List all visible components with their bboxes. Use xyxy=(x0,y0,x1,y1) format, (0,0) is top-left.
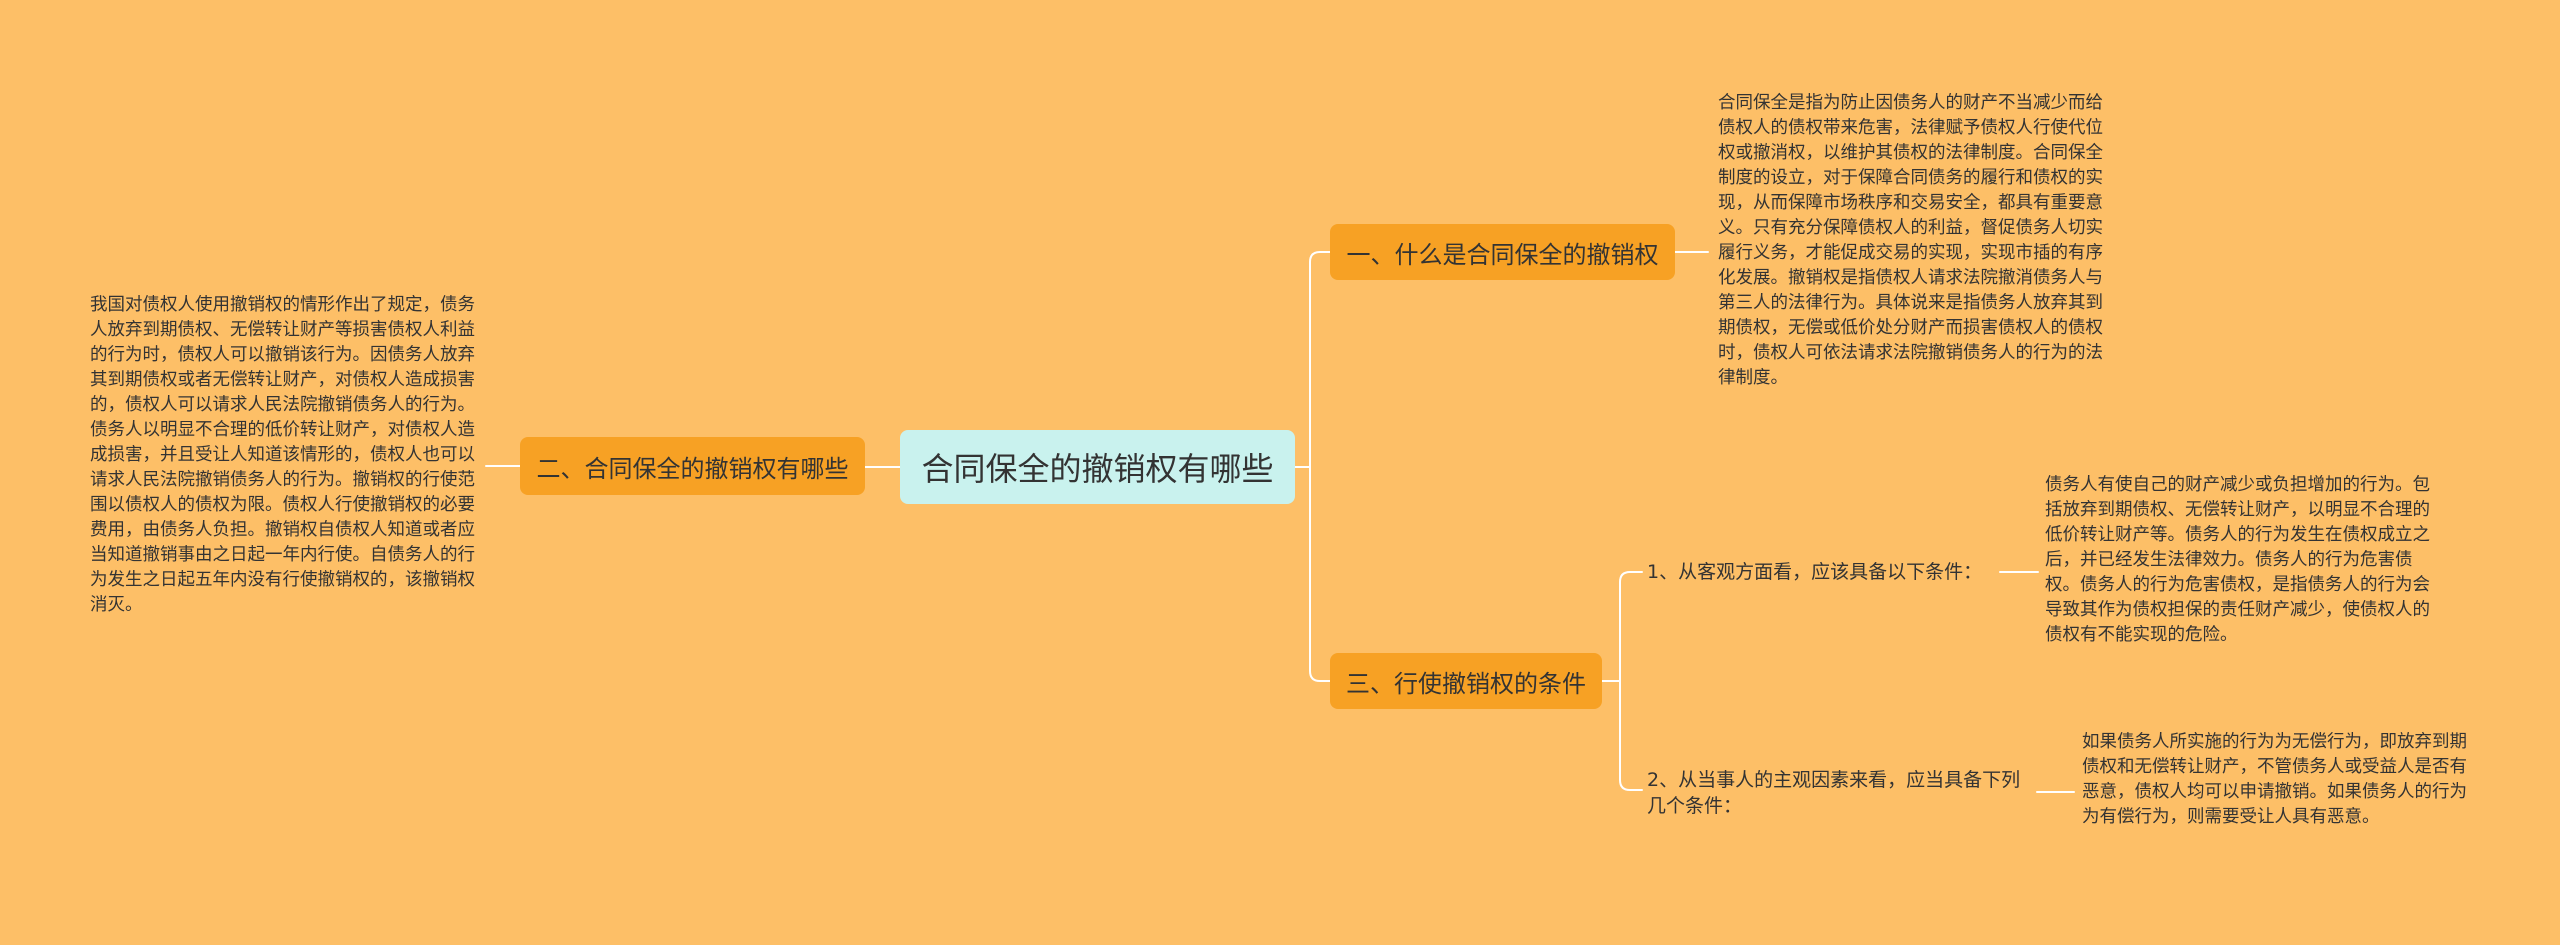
branch-revocation-right-types[interactable]: 二、合同保全的撤销权有哪些 xyxy=(520,437,865,495)
connector-root-branch1 xyxy=(1294,251,1331,468)
subtopic-subjective-conditions[interactable]: 2、从当事人的主观因素来看，应当具备下列几个条件： xyxy=(1647,769,2021,817)
connector-branch3-sub1 xyxy=(1601,571,1643,682)
branch-exercise-conditions[interactable]: 三、行使撤销权的条件 xyxy=(1330,653,1602,709)
branch1-detail-text: 合同保全是指为防止因债务人的财产不当减少而给债权人的债权带来危害，法律赋予债权人… xyxy=(1718,93,2103,388)
subtopic1-detail-text: 债务人有使自己的财产减少或负担增加的行为。包括放弃到期债权、无偿转让财产，以明显… xyxy=(2045,475,2430,645)
subtopic-objective-conditions[interactable]: 1、从客观方面看，应该具备以下条件： xyxy=(1647,561,1983,583)
subtopic2-detail-text: 如果债务人所实施的行为为无偿行为，即放弃到期债权和无偿转让财产，不管债务人或受益… xyxy=(2082,732,2467,827)
branch2-detail-text: 我国对债权人使用撤销权的情形作出了规定，债务人放弃到期债权、无偿转让财产等损害债… xyxy=(90,295,475,615)
connector-root-branch3 xyxy=(1294,466,1331,682)
connector-branch3-sub2 xyxy=(1601,680,1643,791)
branch-what-is-revocation-right[interactable]: 一、什么是合同保全的撤销权 xyxy=(1330,224,1675,280)
root-topic[interactable]: 合同保全的撤销权有哪些 xyxy=(900,430,1295,504)
